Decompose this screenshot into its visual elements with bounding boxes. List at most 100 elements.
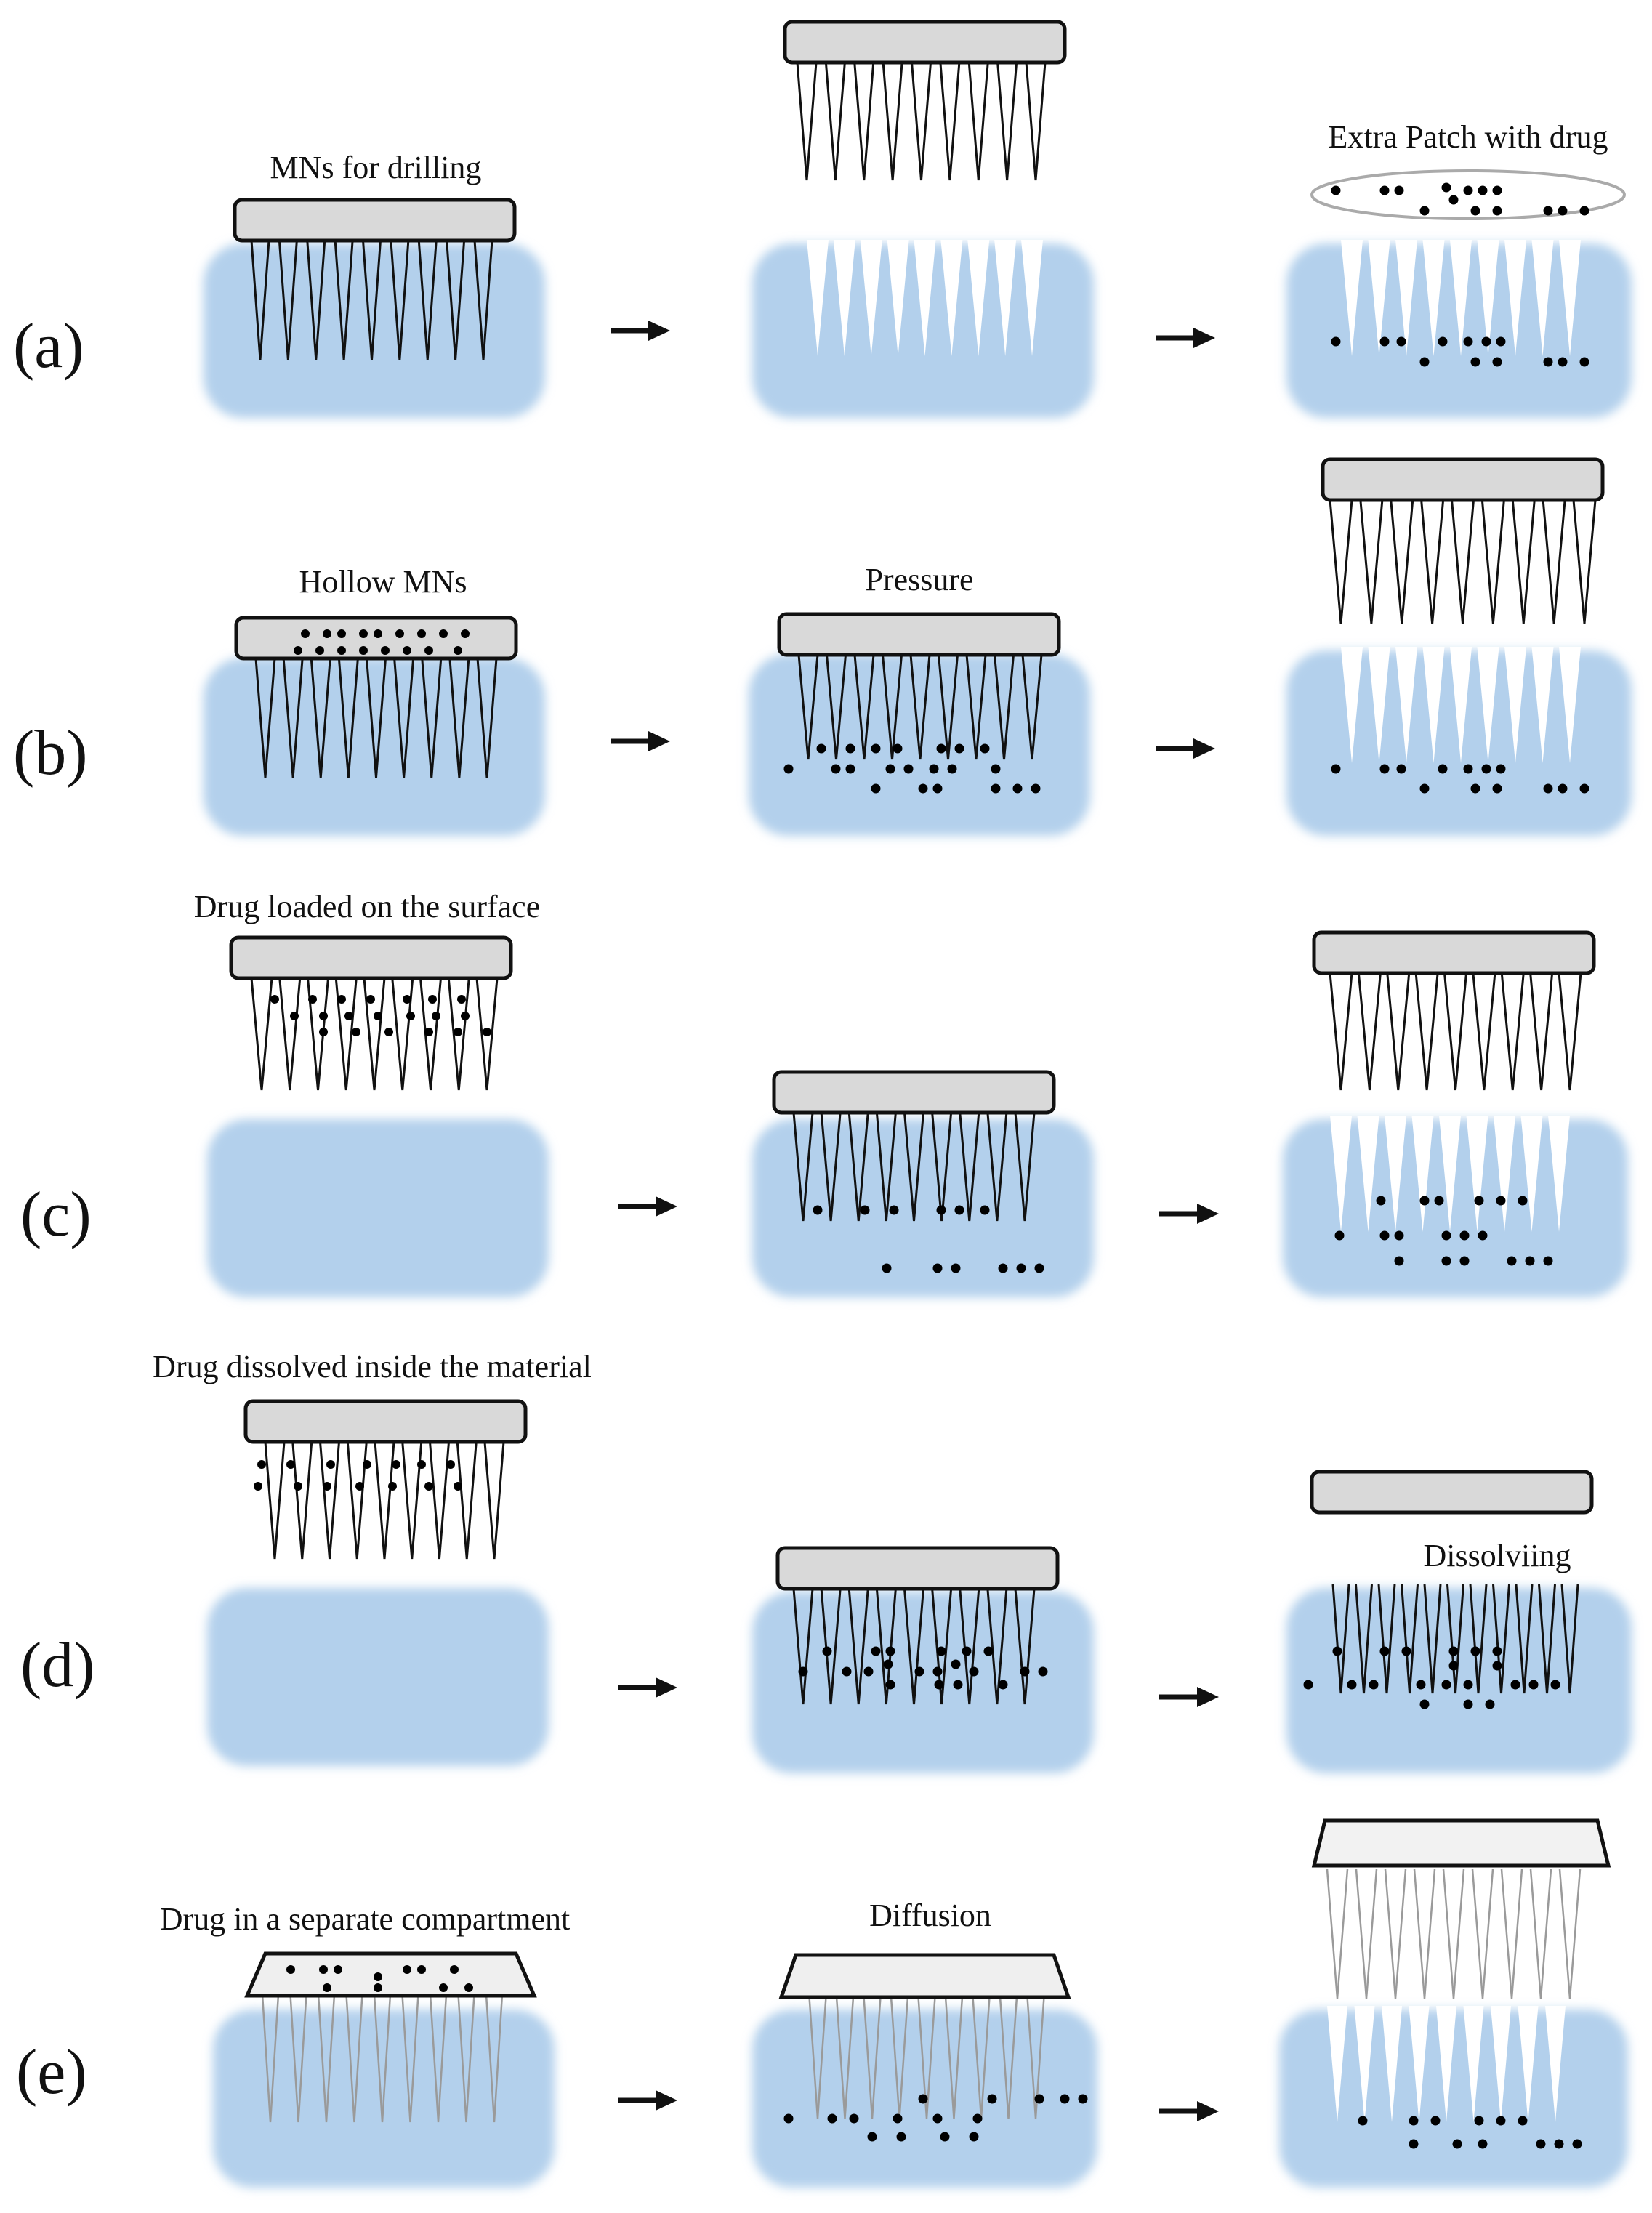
drug-particle (929, 764, 939, 774)
needle-cavity (1422, 240, 1445, 356)
drug-particle (918, 2094, 928, 2104)
drug-particle (483, 1028, 491, 1036)
microneedle (417, 240, 438, 360)
drug-particle (294, 1482, 302, 1491)
microneedle (994, 654, 1015, 760)
microneedle (1515, 1584, 1534, 1694)
drug-particle (1543, 357, 1553, 367)
row-label-c: (c) (20, 1180, 92, 1250)
drug-particle (1579, 357, 1589, 367)
drug-particle (871, 1646, 881, 1656)
drug-particle (987, 2094, 997, 2104)
drug-particle (374, 1972, 382, 1981)
drug-particle (457, 995, 466, 1004)
drug-particle (424, 1482, 433, 1491)
row-label-e: (e) (16, 2037, 87, 2108)
drug-particle (883, 1659, 893, 1669)
drug-particle (403, 646, 411, 655)
drug-particle (1463, 1699, 1473, 1709)
microneedle (1500, 972, 1525, 1091)
microneedle (1414, 972, 1439, 1091)
extra-patch-ellipse (1310, 169, 1626, 220)
caption-b-step1: Hollow MNs (299, 564, 467, 600)
drug-particle (359, 629, 368, 638)
needle-cavity (1411, 1116, 1434, 1232)
drug-particle (1478, 1230, 1488, 1241)
microneedle (1329, 972, 1353, 1091)
drug-particle (1376, 1196, 1386, 1206)
drug-particle (1379, 185, 1390, 195)
drug-particle (254, 1482, 262, 1491)
drug-particle (827, 2113, 837, 2124)
microneedle (1025, 62, 1047, 181)
microneedle (1572, 499, 1597, 624)
drug-particle (934, 1680, 944, 1690)
microneedle (306, 240, 326, 360)
microneedle (967, 62, 989, 181)
tissue-block (752, 1592, 1094, 1773)
microneedle (476, 658, 498, 778)
drug-particle (882, 1263, 892, 1273)
microneedle (882, 62, 903, 181)
microneedle (250, 977, 273, 1091)
drug-particle (1543, 1256, 1553, 1266)
drug-particle (319, 1028, 328, 1036)
microneedle (903, 1112, 924, 1222)
drug-particle (1536, 2139, 1546, 2149)
microneedle (1480, 499, 1505, 624)
microneedle (1390, 499, 1414, 624)
microneedle (363, 977, 386, 1091)
drug-particle (424, 1028, 433, 1036)
tissue-block (207, 1588, 549, 1766)
tissue-blocks (204, 243, 1632, 2188)
drug-particle (980, 743, 990, 754)
drug-particle (1463, 764, 1473, 774)
row-label-b: (b) (13, 718, 88, 789)
microneedle (393, 658, 415, 778)
drug-particle (1518, 1196, 1528, 1206)
caption-b-step2: Pressure (865, 562, 973, 597)
patch-backing (775, 1546, 1060, 1591)
drug-particle (1020, 1666, 1030, 1677)
microneedle (264, 1441, 286, 1560)
drug-particle (323, 1983, 331, 1992)
needle-cavity (1341, 240, 1363, 356)
microneedle (931, 1112, 953, 1222)
drug-particle (1459, 1256, 1470, 1266)
drug-particle (1441, 1680, 1451, 1690)
microneedle (1026, 1991, 1046, 2119)
microneedle (473, 240, 493, 360)
right-arrow-icon (1197, 1687, 1219, 1707)
needle-cavity (914, 240, 936, 356)
right-arrow-icon (1197, 2101, 1219, 2121)
needle-cavity (1422, 647, 1445, 763)
microneedle (1359, 499, 1384, 624)
needle-cavity (1385, 1116, 1406, 1232)
drug-particle (936, 743, 946, 754)
microneedle (337, 658, 359, 778)
needle-cavity (1395, 240, 1417, 356)
drug-particle (1078, 2094, 1088, 2104)
microneedle (400, 1982, 420, 2123)
drug-particle (323, 1482, 331, 1491)
drug-particle (286, 1460, 295, 1469)
drug-particle (1470, 206, 1480, 216)
needle-cavity (1491, 2006, 1511, 2122)
microneedle (391, 977, 414, 1091)
needle-cavity (1450, 647, 1472, 763)
drug-particle (954, 1205, 964, 1215)
drug-particle (392, 1460, 400, 1469)
microneedle (344, 1982, 364, 2123)
drug-particle (337, 646, 346, 655)
needle-cavity (1021, 240, 1043, 356)
needle-cavity (1559, 240, 1581, 356)
drug-particle (1419, 357, 1430, 367)
microneedle (1472, 972, 1496, 1091)
caption-d-step1: Drug dissolved inside the material (153, 1349, 592, 1384)
drug-particle (1496, 2116, 1506, 2126)
microneedle (1355, 1869, 1378, 1999)
needle-cavity (1545, 2006, 1566, 2122)
right-arrow-icon (648, 321, 670, 341)
drug-particle (980, 1205, 990, 1215)
